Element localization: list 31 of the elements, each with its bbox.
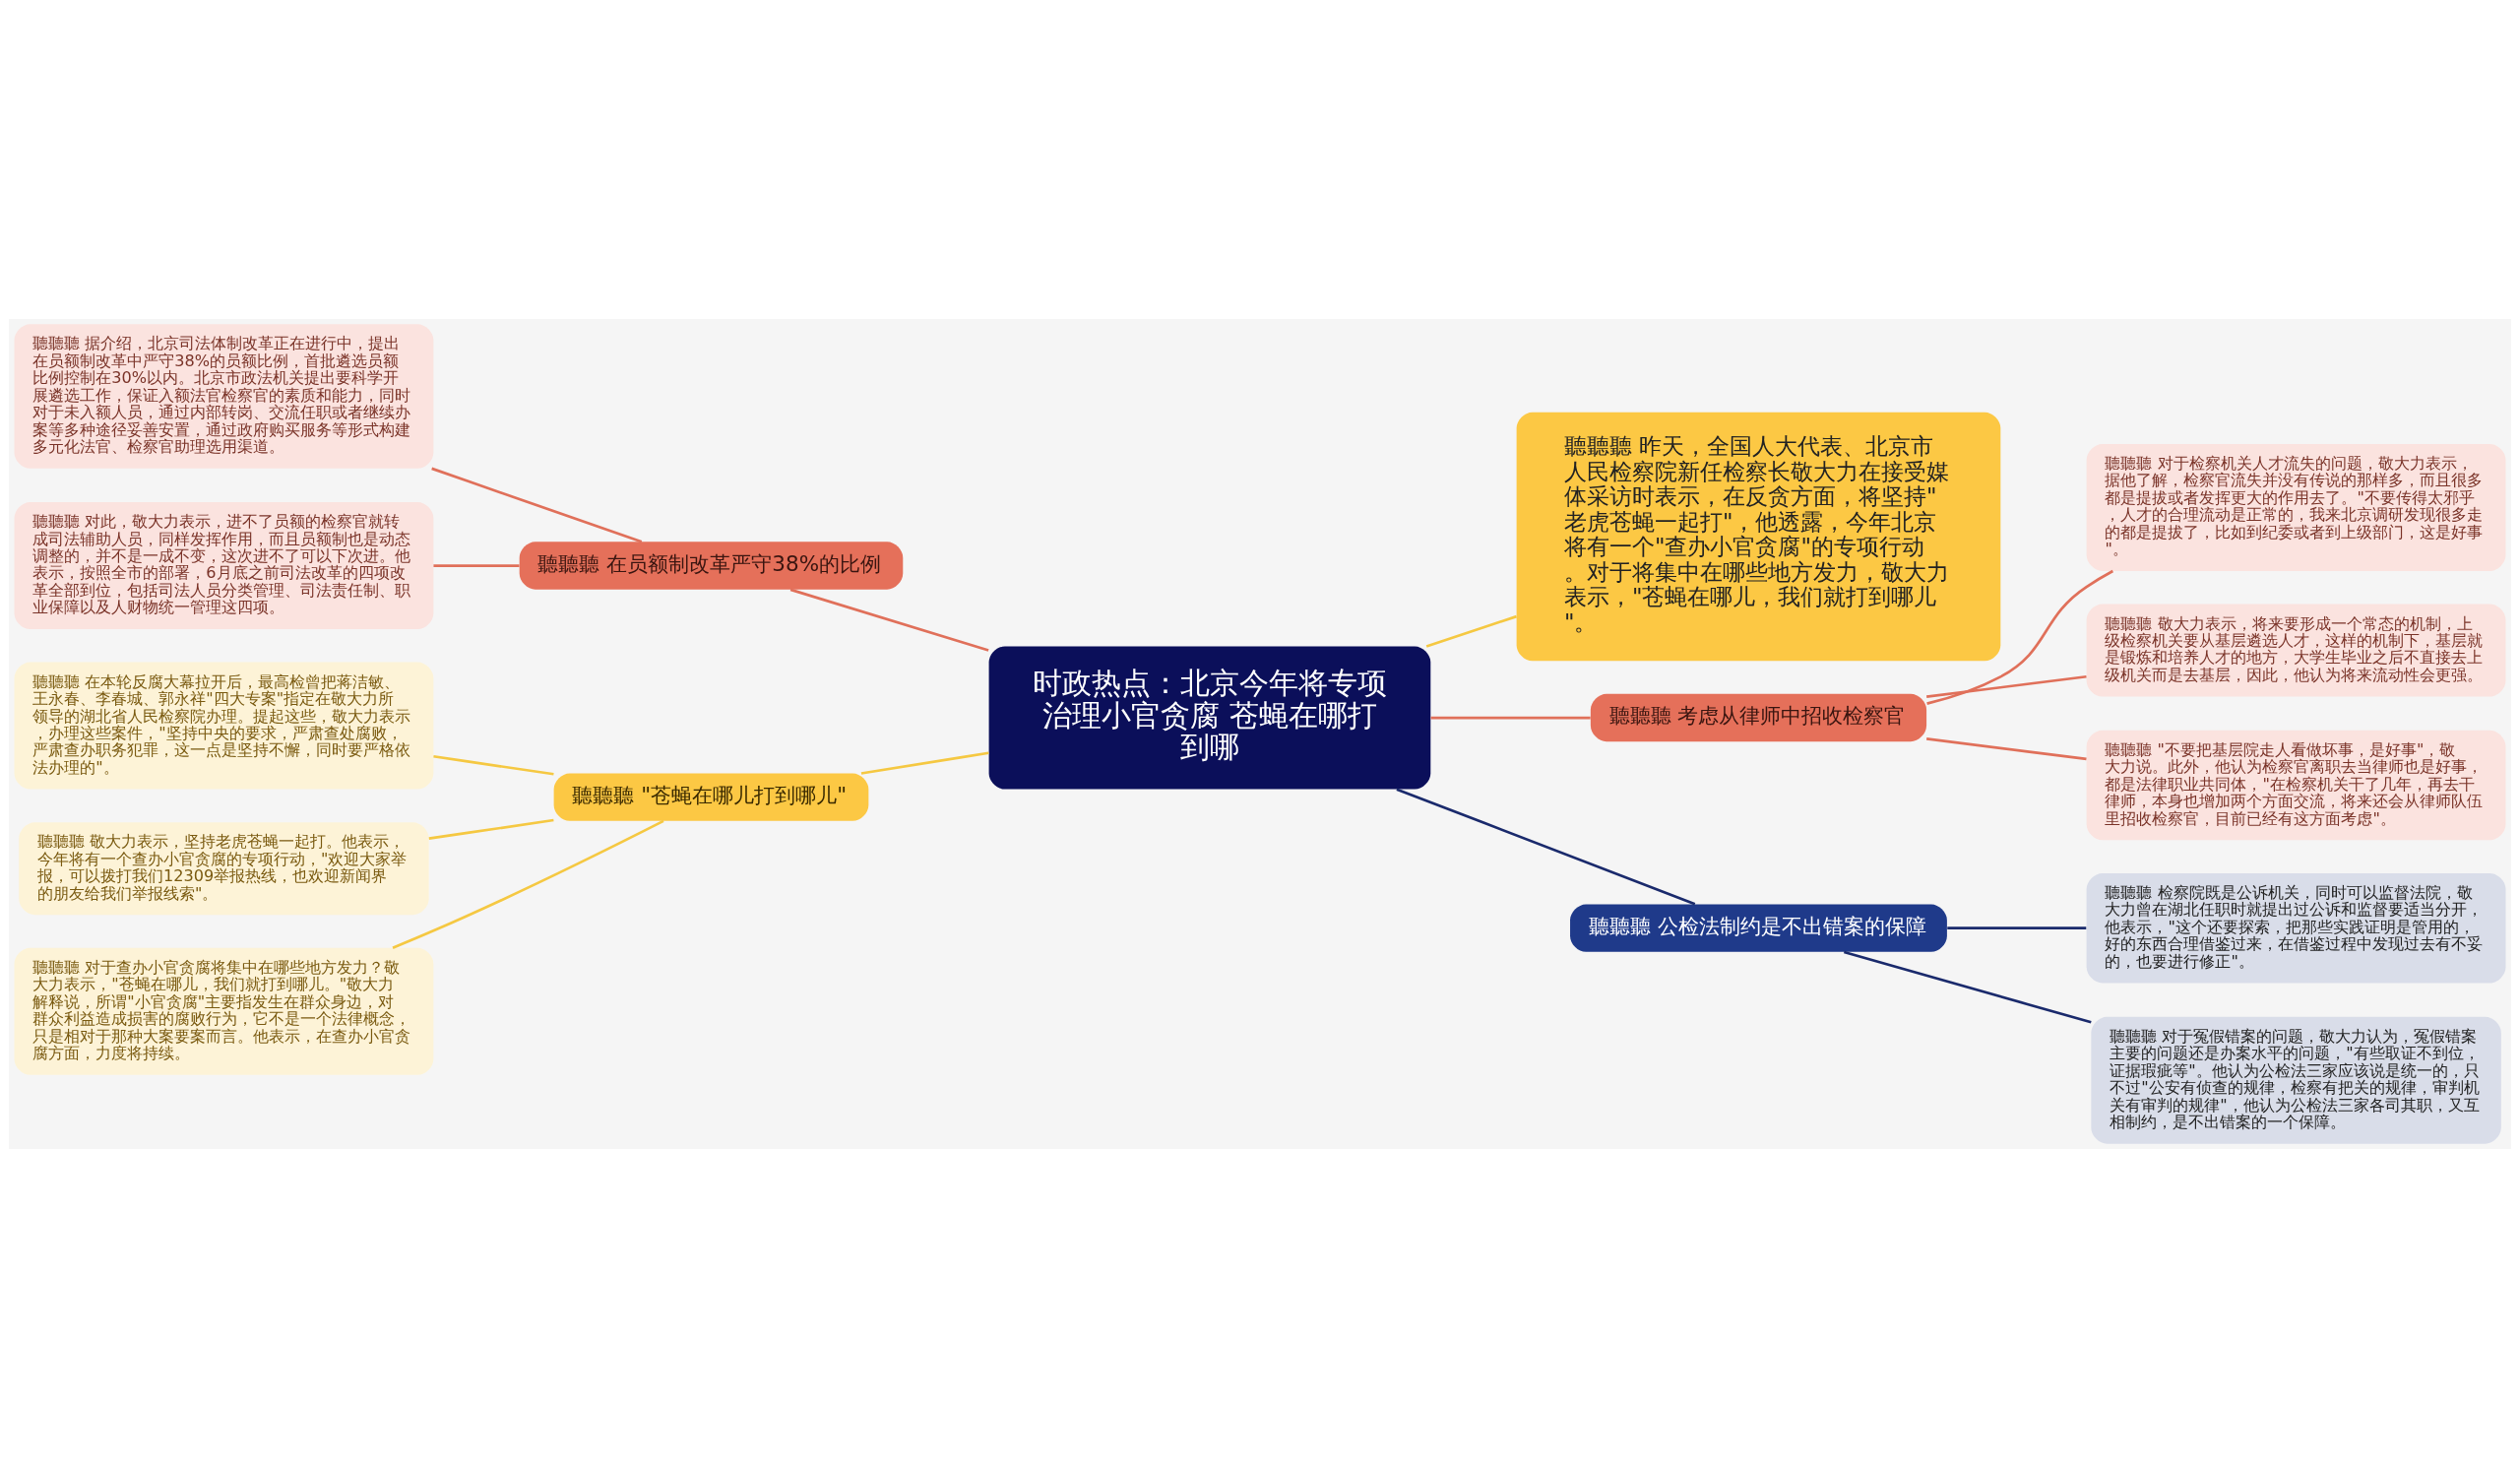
connector [433, 754, 554, 776]
connector [1925, 674, 2087, 698]
node-box: 时政热点：北京今年将专项治理小官贪腐 苍蝇在哪打到哪 [988, 646, 1431, 790]
connector [1396, 787, 1696, 906]
node-box: 聽聽聽 考虑从律师中招收检察官 [1590, 693, 1927, 741]
node-box: 聽聽聽 "苍蝇在哪儿打到哪儿" [553, 772, 869, 821]
node-box: 聽聽聽 敬大力表示，坚持老虎苍蝇一起打。他表示，今年将有一个查办小官贪腐的专项行动，"欢迎大家举报，可以拨打我们12309举报热线，也欢迎新闻界的朋友给我们举报线索"。 [19, 821, 429, 915]
connector [1843, 950, 2092, 1024]
node-box: 聽聽聽 公检法制约是不出错案的保障 [1570, 903, 1947, 952]
node-box: 聽聽聽 对此，敬大力表示，进不了员额的检察官就转成司法辅助人员，同样发挥作用，而且员额制也是动态调整的，并不是一成不变，这次进不了可以下次进。他表示，按照全市的部署，6月底之前司法改革的四项改革全部到位，包括司法人员分类管理、司法责任制、职业保障以及人财物统一管理这四项。 [14, 501, 434, 629]
connector [1926, 569, 2113, 705]
connector [431, 467, 643, 543]
connector [392, 819, 664, 949]
connector [1926, 736, 2087, 760]
connector [860, 750, 989, 775]
node-box: 聽聽聽 在员额制改革严守38%的比例 [519, 541, 904, 590]
node-box: 聽聽聽 敬大力表示，将来要形成一个常态的机制，上级检察机关要从基层遴选人才，这样的机制下，基层就是锻炼和培养人才的地方，大学生毕业之后不直接去上级机关而是去基层，因此，他认为将来流动性会更强。 [2086, 604, 2506, 697]
connector [1947, 925, 2087, 929]
node-box: 聽聽聽 对于查办小官贪腐将集中在哪些地方发力？敬大力表示，"苍蝇在哪儿，我们就打到哪儿。"敬大力解释说，所谓"小官贪腐"主要指发生在群众身边，对群众利益造成损害的腐败行为，它不是一个法律概念，只是相对于那种大案要案而言。他表示，在查办小官贪腐方面，力度将持续。 [14, 947, 434, 1075]
node-box: 聽聽聽 据介绍，北京司法体制改革正在进行中，提出在员额制改革中严守38%的员额比例，首批遴选员额比例控制在30%以内。北京市政法机关提出要科学开展遴选工作，保证入额法官检察官的素质和能力，同时对于未入额人员，通过内部转岗、交流任职或者继续办案等多种途径妥善安置，通过政府购买服务等形式构建多元化法官、检察官助理选用渠道。 [14, 323, 434, 469]
node-box: 聽聽聽 对于检察机关人才流失的问题，敬大力表示，据他了解，检察官流失并没有传说的那样多，而且很多都是提拔或者发挥更大的作用去了。"不要传得太邪乎，人才的合理流动是正常的，我来北京调研发现很多走的都是提拔了，比如到纪委或者到上级部门，这是好事"。 [2086, 443, 2506, 571]
connector [789, 588, 989, 652]
connector [1430, 716, 1591, 719]
node-box: 聽聽聽 对于冤假错案的问题，敬大力认为，冤假错案主要的问题还是办案水平的问题，"有些取证不到位，证据瑕疵等"。他认为公检法三家应该说是统一的，只不过"公安有侦查的规律，检察有把关的规律，审判机关有审判的规律"，他认为公检法三家各司其职，又互相制约，是不出错案的一个保障。 [2091, 1016, 2501, 1144]
node-box: 聽聽聽 在本轮反腐大幕拉开后，最高检曾把蒋洁敏、王永春、李春城、郭永祥"四大专案"指定在敬大力所领导的湖北省人民检察院办理。提起这些，敬大力表示，办理这些案件，"坚持中央的要求，严肃查处腐败，严肃查办职务犯罪，这一点是坚持不懈，同时要严格依法办理的"。 [14, 662, 434, 790]
node-box: 聽聽聽 昨天，全国人大代表、北京市人民检察院新任检察长敬大力在接受媒体采访时表示，在反贪方面，将坚持"老虎苍蝇一起打"，他透露，今年北京将有一个"查办小官贪腐"的专项行动。对于将集中在哪些地方发力，敬大力表示，"苍蝇在哪儿，我们就打到哪儿"。 [1516, 412, 2001, 661]
connector [433, 563, 520, 567]
node-box: 聽聽聽 检察院既是公诉机关，同时可以监督法院，敬大力曾在湖北任职时就提出过公诉和监督要适当分开，他表示，"这个还要探索，把那些实践证明是管用的，好的东西合理借鉴过来，在借鉴过程中发现过去有不妥的，也要进行修正"。 [2086, 872, 2506, 983]
connector [1425, 614, 1517, 648]
connector [428, 818, 554, 840]
node-box: 聽聽聽 "不要把基层院走人看做坏事，是好事"，敬大力说。此外，他认为检察官离职去当律师也是好事，都是法律职业共同体，"在检察机关干了几年，再去干律师，本身也增加两个方面交流，将来还会从律师队伍里招收检察官，目前已经有这方面考虑"。 [2086, 730, 2506, 840]
